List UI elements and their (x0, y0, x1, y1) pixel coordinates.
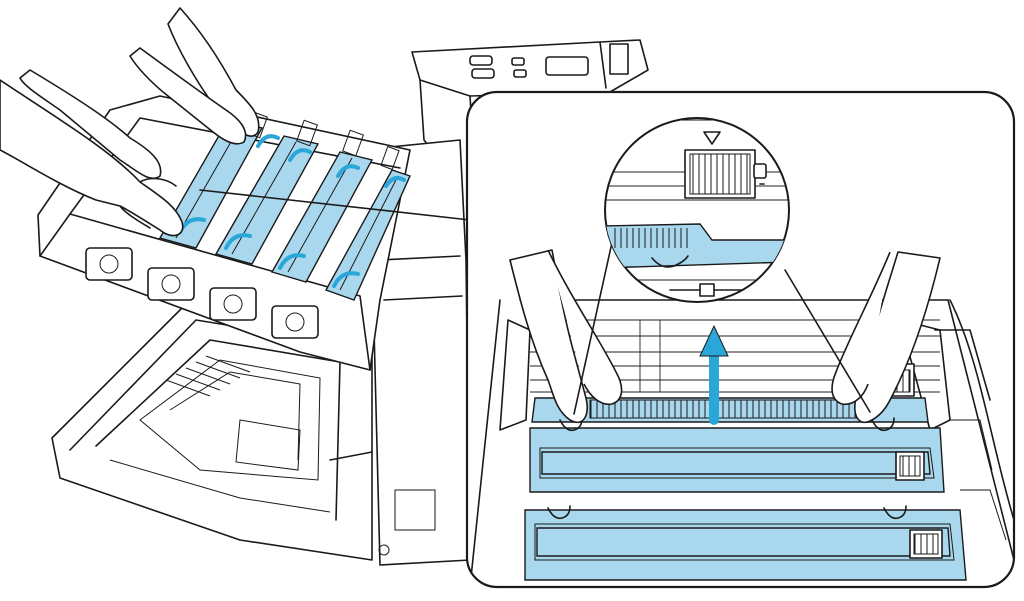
hand-icon (0, 7, 260, 237)
drum-units (158, 119, 411, 301)
callout-leader (199, 189, 471, 221)
drum-unit-bottom (524, 505, 967, 581)
magnifier-leader-left (573, 237, 614, 415)
printer-overview (0, 7, 649, 566)
tray-front-latches (85, 247, 319, 339)
magnifier-leader-right (784, 269, 871, 413)
wire-cleaner-slider-icon (684, 131, 767, 199)
arrow-up-icon (699, 324, 729, 425)
arrow-curved-icons (178, 134, 406, 288)
drum-unit-top (529, 397, 945, 493)
printer-front-door (51, 299, 373, 561)
hand-icon-left (509, 249, 623, 423)
detail-inset (465, 90, 1016, 589)
printer-top-panel (411, 39, 649, 151)
hand-icon-right (831, 251, 941, 423)
magnifier-callout-icon (604, 117, 790, 303)
inset-right-frame (934, 299, 1014, 541)
